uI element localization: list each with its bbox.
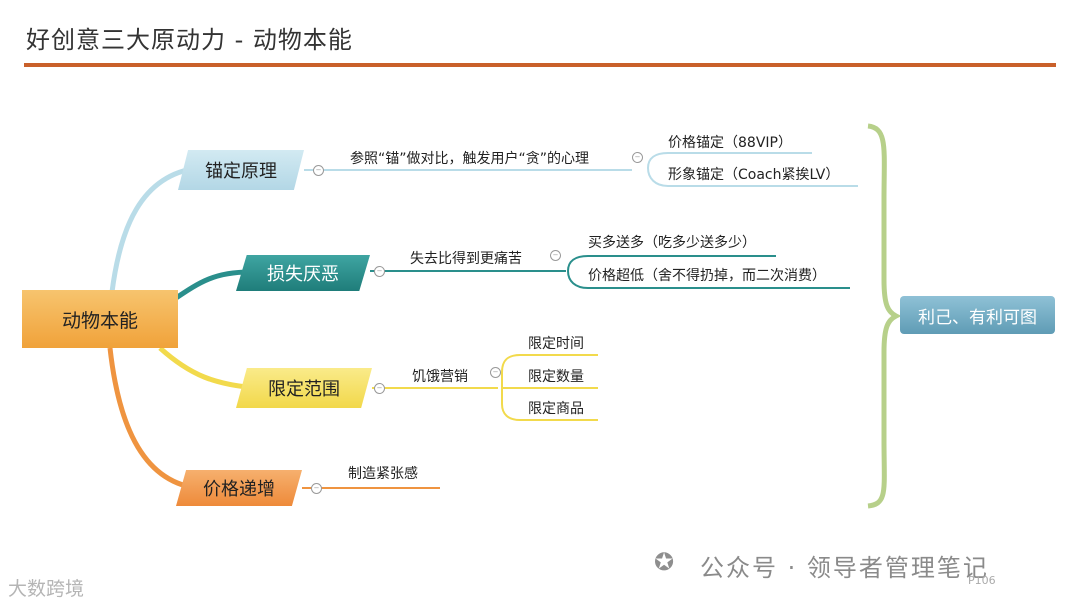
collapse-toggle-b1-desc[interactable]: − [632,152,643,163]
collapse-toggle-b2-desc[interactable]: − [550,250,561,261]
branch-anchor-desc: 参照“锚”做对比，触发用户“贪”的心理 [350,151,590,167]
collapse-toggle-b4[interactable]: − [311,483,322,494]
connector-root-anchor [109,165,199,293]
leaf-limited-quantity: 限定数量 [528,369,584,385]
connector-root-loss [174,269,251,301]
page-number: P106 [968,574,996,587]
leaf-limited-time: 限定时间 [528,336,584,352]
page-title: 好创意三大原动力 - 动物本能 [26,26,353,54]
result-node[interactable]: 利己、有利可图 [900,296,1055,334]
collapse-toggle-b2[interactable]: − [374,266,385,277]
collapse-toggle-b3[interactable]: − [374,383,385,394]
branch-limit-desc: 饥饿营销 [412,369,468,385]
branch-node-price-increase[interactable]: 价格递增 [176,470,302,506]
collapse-toggle-b1[interactable]: − [313,165,324,176]
bracket-b2 [566,255,589,289]
bracket-b1 [646,152,669,187]
watermark-text: 公众号 · 领导者管理笔记 [700,554,989,582]
branch-node-limited-scope[interactable]: 限定范围 [236,368,372,408]
connector-root-price [107,347,197,491]
leaf-price-anchor: 价格锚定（88VIP） [668,135,792,151]
title-divider [24,63,1056,67]
branch-node-anchor[interactable]: 锚定原理 [178,150,304,190]
wechat-icon: ✪ [654,548,675,576]
leaf-limited-product: 限定商品 [528,401,584,417]
collapse-toggle-b3-desc[interactable]: − [490,367,501,378]
leaf-buy-more: 买多送多（吃多少送多少） [588,235,756,251]
summary-brace [867,123,902,509]
branch-price-desc: 制造紧张感 [348,466,418,482]
watermark-left: 大数跨境 [8,578,85,600]
branch-loss-desc: 失去比得到更痛苦 [410,251,522,267]
leaf-low-price: 价格超低（舍不得扔掉，而二次消费） [588,268,826,284]
root-node[interactable]: 动物本能 [22,290,178,348]
leaf-image-anchor: 形象锚定（Coach紧挨LV） [668,167,840,183]
branch-node-loss-aversion[interactable]: 损失厌恶 [236,255,370,291]
